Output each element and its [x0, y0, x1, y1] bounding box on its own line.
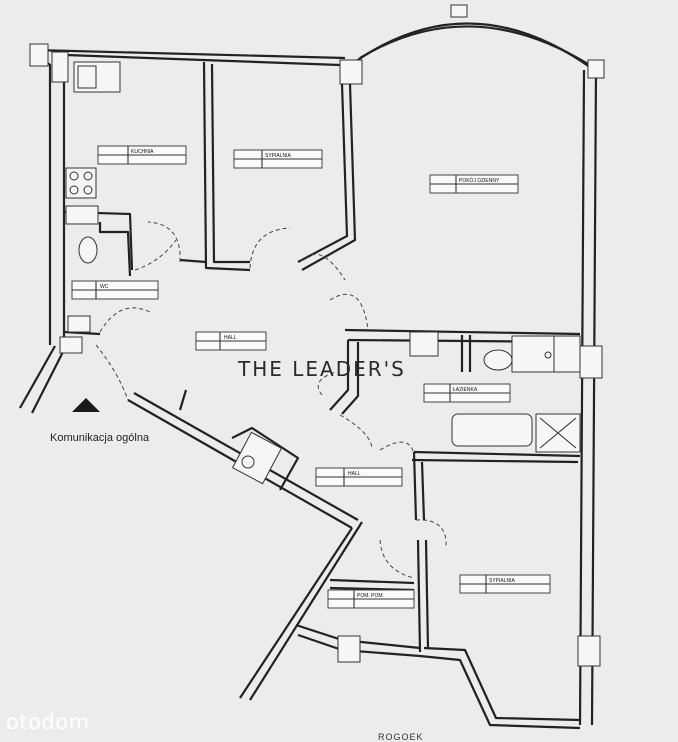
- label-sypialnia-2: SYPIALNIA: [489, 578, 516, 584]
- interior-walls: [63, 61, 581, 653]
- label-lazienka: ŁAZIENKA: [453, 387, 478, 393]
- pillars: [29, 4, 605, 667]
- bathroom-fixtures: [409, 331, 581, 453]
- kitchen-fixtures: [65, 61, 121, 225]
- communication-label: Komunikacja ogólna: [50, 432, 150, 444]
- label-pom-pom: POM. POM.: [357, 593, 384, 599]
- label-hall-1: HALL: [224, 335, 237, 341]
- otodom-logo: otodom: [6, 710, 90, 734]
- wc-fixtures: [67, 236, 98, 333]
- door-swings: [95, 221, 447, 579]
- shaft: [231, 431, 283, 485]
- room-label-texts: KUCHNIA SYPIALNIA POKÓJ DZIENNY WC HALL …: [100, 149, 516, 599]
- watermark-text: THE LEADER'S: [238, 357, 406, 381]
- street-label: ROGOEK: [378, 732, 424, 742]
- entrance-arrow-icon: [72, 398, 100, 412]
- room-labels: [71, 145, 551, 609]
- label-pokoj-dzienny: POKÓJ DZIENNY: [459, 177, 500, 184]
- label-sypialnia-1: SYPIALNIA: [265, 153, 292, 159]
- label-wc: WC: [100, 284, 109, 290]
- label-kuchnia: KUCHNIA: [131, 149, 154, 155]
- label-hall-2: HALL: [348, 471, 361, 477]
